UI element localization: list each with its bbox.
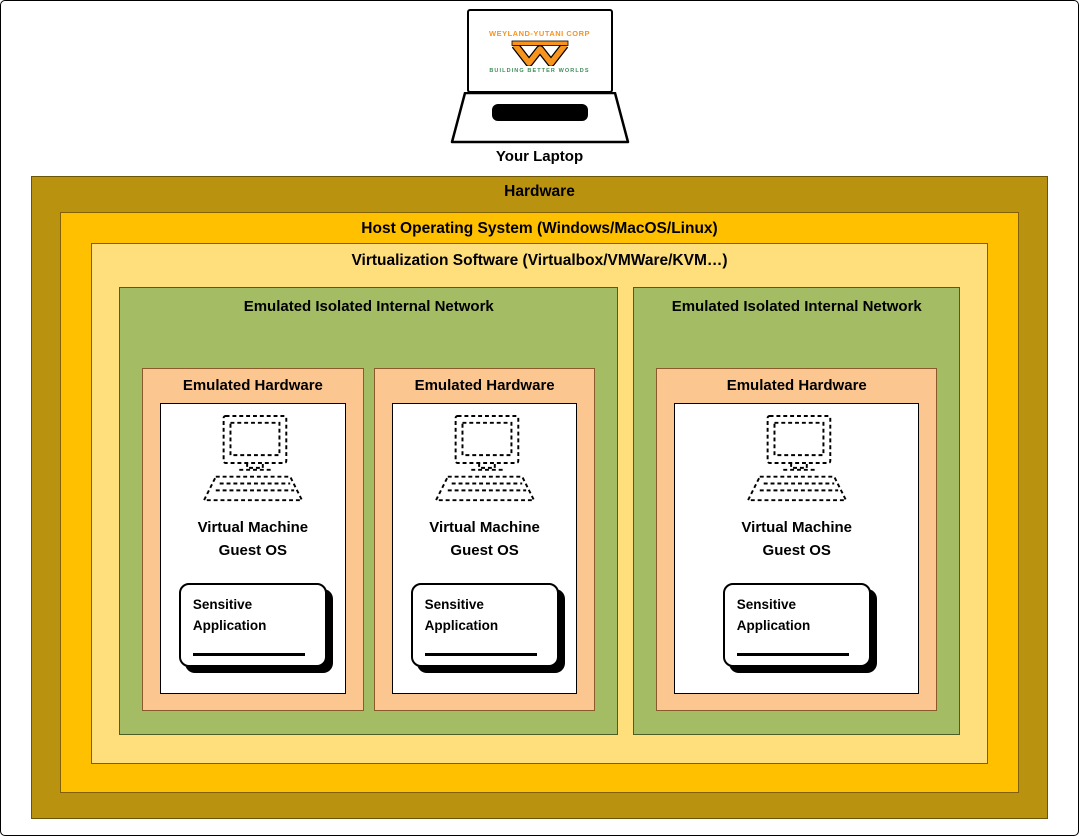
laptop-base — [450, 91, 630, 144]
sensitive-app-box: Sensitive Application — [178, 582, 327, 667]
vm-label: Virtual Machine Guest OS — [429, 519, 540, 560]
network-label: Emulated Isolated Internal Network — [243, 298, 494, 315]
emulated-hardware-box: Emulated Hardware — [656, 368, 937, 711]
machines-row: Emulated Hardware — [656, 368, 937, 711]
computer-icon — [742, 414, 852, 508]
logo-tagline-text: BUILDING BETTER WORLDS — [489, 67, 590, 74]
laptop-illustration: WEYLAND-YUTANI CORP BUILDING BETTER WORL… — [1, 9, 1078, 165]
host-os-layer: Host Operating System (Windows/MacOS/Lin… — [60, 212, 1019, 793]
network-box-1: Emulated Isolated Internal Network Emula… — [119, 287, 619, 735]
machines-row: Emulated Hardware — [142, 368, 596, 711]
vm-box: Virtual Machine Guest OS Sensitive Appli… — [160, 403, 346, 694]
laptop-keyboard — [491, 104, 588, 121]
computer-icon — [198, 414, 308, 508]
sensitive-app-underline — [192, 653, 305, 656]
sensitive-app-underline — [424, 653, 537, 656]
emulated-hardware-label: Emulated Hardware — [414, 377, 555, 394]
virtualization-label: Virtualization Software (Virtualbox/VMWa… — [351, 252, 728, 269]
emulated-hardware-label: Emulated Hardware — [182, 377, 323, 394]
sensitive-app-label: Sensitive Application — [736, 596, 811, 634]
virtualization-layer: Virtualization Software (Virtualbox/VMWa… — [91, 243, 988, 764]
laptop-screen: WEYLAND-YUTANI CORP BUILDING BETTER WORL… — [466, 9, 613, 93]
sensitive-app-label: Sensitive Application — [424, 596, 499, 634]
sensitive-app-box: Sensitive Application — [722, 582, 871, 667]
hardware-layer: Hardware Host Operating System (Windows/… — [31, 176, 1048, 819]
network-label: Emulated Isolated Internal Network — [671, 298, 922, 315]
weyland-w-icon — [509, 40, 571, 67]
networks-row: Emulated Isolated Internal Network Emula… — [119, 287, 960, 735]
emulated-hardware-box: Emulated Hardware — [373, 368, 596, 711]
emulated-hardware-label: Emulated Hardware — [726, 377, 867, 394]
laptop-label: Your Laptop — [495, 148, 584, 165]
sensitive-app-underline — [736, 653, 849, 656]
computer-icon — [430, 414, 540, 508]
emulated-hardware-box: Emulated Hardware — [142, 368, 364, 711]
vm-box: Virtual Machine Guest OS Sensitive Appli… — [674, 403, 919, 694]
vm-label: Virtual Machine Guest OS — [741, 519, 853, 560]
sensitive-app-box: Sensitive Application — [410, 582, 559, 667]
vm-label: Virtual Machine Guest OS — [197, 519, 309, 560]
vm-box: Virtual Machine Guest OS Sensitive Appli… — [391, 403, 578, 694]
logo-company-text: WEYLAND-YUTANI CORP — [488, 28, 591, 38]
host-os-label: Host Operating System (Windows/MacOS/Lin… — [361, 220, 718, 237]
sensitive-app-label: Sensitive Application — [192, 596, 267, 634]
hardware-label: Hardware — [504, 183, 575, 200]
network-box-2: Emulated Isolated Internal Network Emula… — [633, 287, 960, 735]
